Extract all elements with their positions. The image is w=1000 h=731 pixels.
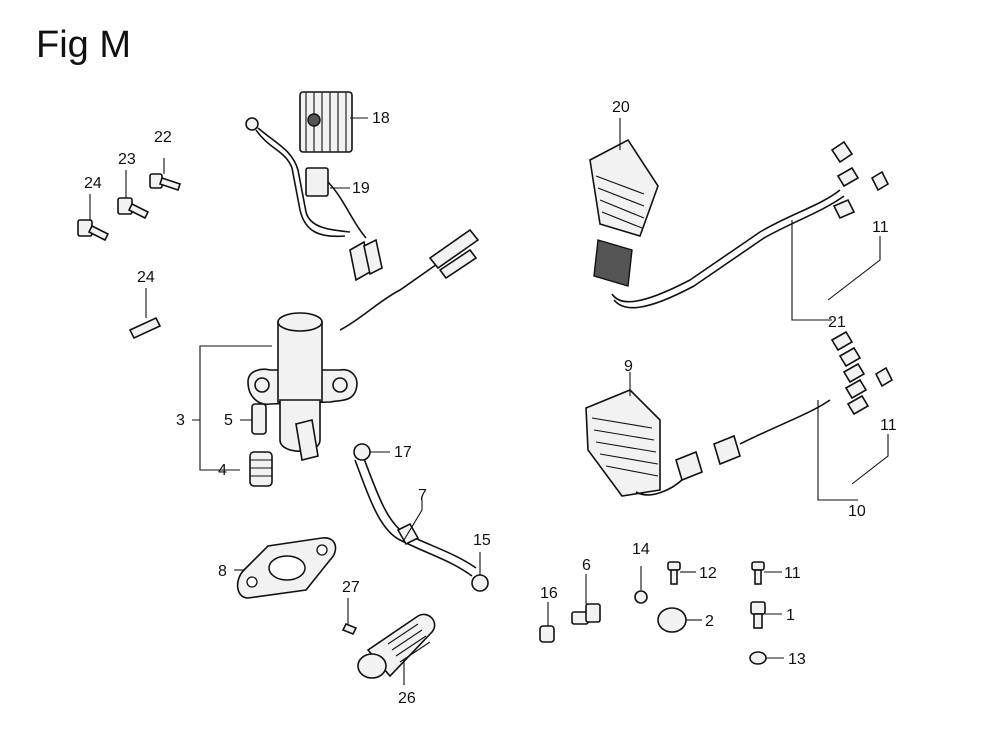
part-7-tube[interactable] [354,455,477,577]
callout-27: 27 [342,579,360,596]
callout-10: 10 [848,503,866,520]
part-9-regulator[interactable] [585,389,661,497]
callout-26: 26 [398,690,416,707]
callout-7: 7 [418,487,427,504]
part-14-nut[interactable] [749,651,767,665]
part-15-washer[interactable] [634,590,648,604]
callout-24-second: 24 [84,175,102,192]
part-2-cap[interactable] [657,607,687,633]
callout-12: 11 [784,565,801,582]
part-25-pin[interactable] [128,316,162,340]
part-16-clip[interactable] [471,574,489,592]
part-6-connector[interactable] [571,603,601,625]
callout-17: 16 [540,585,558,602]
part-3-fuel-cut-solenoid[interactable] [247,312,358,487]
part-23-bolt[interactable] [149,173,182,192]
part-10-harness[interactable] [635,330,894,496]
callout-20: 19 [352,180,370,197]
part-26-boot[interactable] [357,613,436,679]
callout-3: 3 [176,412,185,429]
part-24-bolt[interactable] [117,197,150,220]
callout-23: 22 [154,129,172,146]
part-17-nut[interactable] [539,625,555,643]
callout-22: 21 [828,314,846,331]
part-19-heat-sink[interactable] [299,91,353,153]
callout-24: 23 [118,151,136,168]
callout-19: 18 [372,110,390,127]
callout-1: 1 [786,607,795,624]
callout-6: 6 [582,557,591,574]
callout-8: 8 [218,563,227,580]
callout-11: 11 [872,219,889,236]
figure-title: Fig M [36,24,131,66]
part-24-bolt-second[interactable] [77,219,110,242]
callout-16: 15 [473,532,491,549]
part-27-clip[interactable] [341,622,358,636]
callout-14: 13 [788,651,806,668]
callout-13: 12 [699,565,717,582]
part-18-clip[interactable] [353,443,371,461]
callout-11-second: 11 [880,417,897,434]
callout-18: 17 [394,444,412,461]
callout-25: 24 [137,269,155,286]
leader-lines [89,117,889,685]
part-12-screw[interactable] [751,561,765,585]
callout-21: 20 [612,99,630,116]
part-21-regulator[interactable] [589,138,659,287]
part-22-harness[interactable] [611,140,890,309]
callout-labels: 18 19 22 23 24 24 3 5 4 17 7 15 8 27 26 … [84,99,897,707]
part-20-harness[interactable] [245,117,480,331]
part-8-gasket[interactable] [236,537,337,599]
callout-9: 9 [624,358,633,375]
part-13-screw[interactable] [667,561,681,585]
callout-2: 2 [705,613,714,630]
part-1-bolt[interactable] [750,601,766,629]
callout-15: 14 [632,541,650,558]
callout-4: 4 [218,462,227,479]
callout-5: 5 [224,412,233,429]
